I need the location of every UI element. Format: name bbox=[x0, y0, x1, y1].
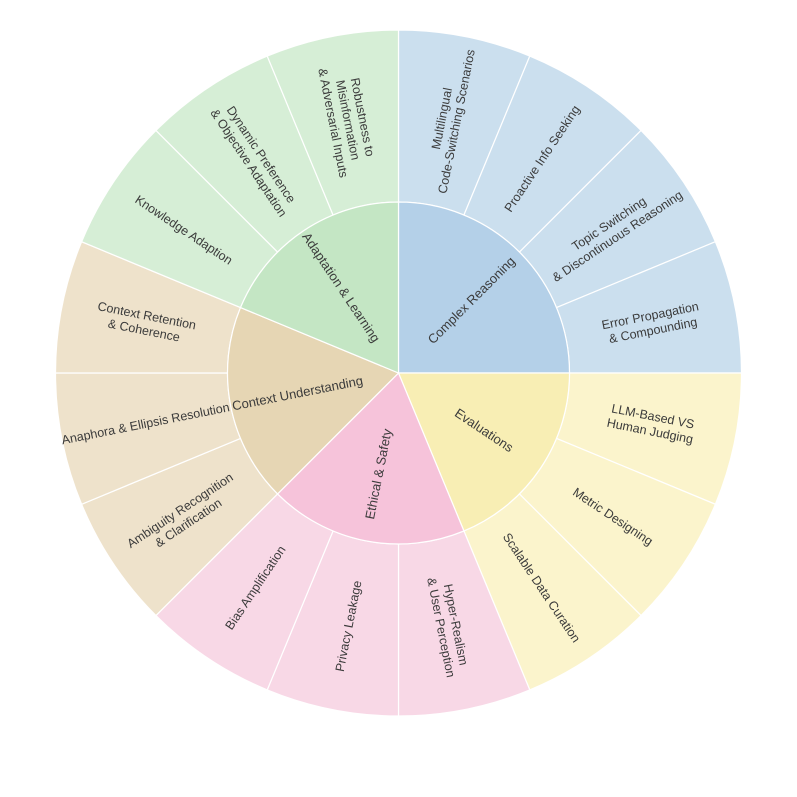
inner-segment-context-understanding bbox=[226, 306, 400, 495]
inner-segment-adaptation-and-learning bbox=[239, 201, 400, 374]
inner-segment-evaluations bbox=[397, 372, 571, 532]
segment-layer bbox=[54, 29, 743, 717]
inner-segment-ethical-and-safety bbox=[276, 371, 465, 545]
inner-segment-complex-reasoning bbox=[397, 201, 571, 374]
